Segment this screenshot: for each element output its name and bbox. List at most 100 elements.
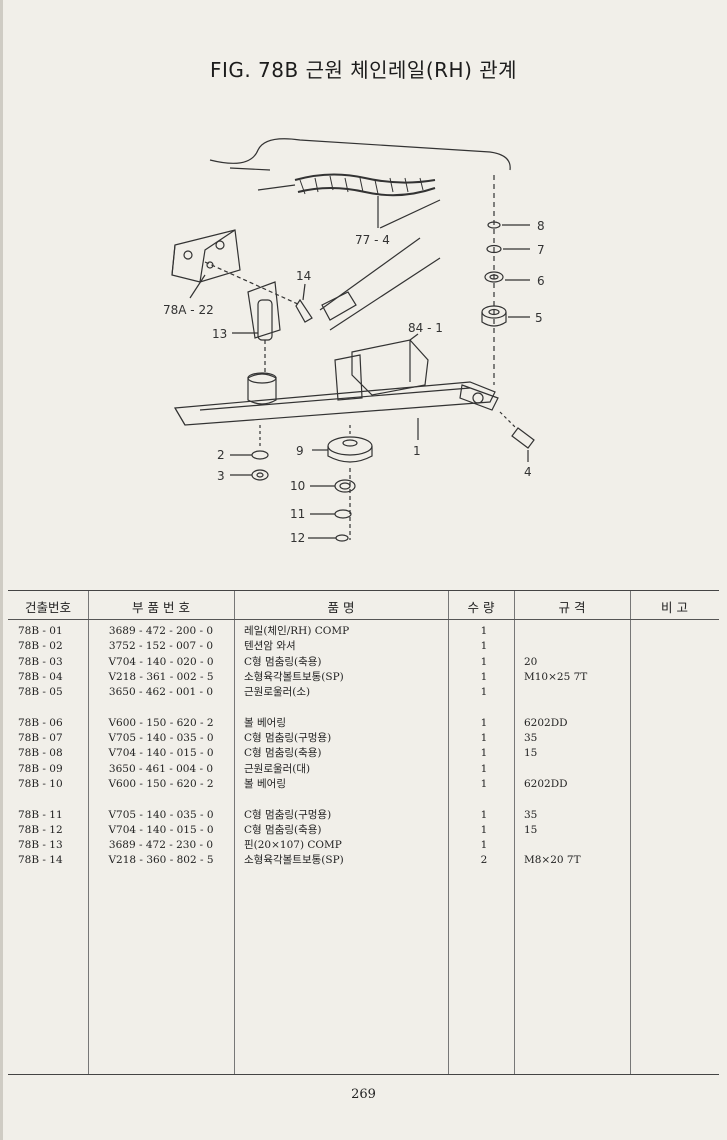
cell-no: 78B - 04 — [18, 670, 63, 683]
table-row: 78B - 03 V704 - 140 - 020 - 0 C형 멈춤링(축용)… — [8, 655, 719, 670]
callout-78a-22: 78A - 22 — [163, 303, 214, 317]
cell-part: V704 - 140 - 015 - 0 — [108, 823, 214, 836]
cell-part: V218 - 360 - 802 - 5 — [108, 854, 214, 867]
callout-3: 3 — [217, 469, 225, 483]
table-row: 78B - 14 V218 - 360 - 802 - 5 소형육각볼트보통(S… — [8, 853, 719, 868]
cell-qty: 1 — [480, 686, 488, 699]
cell-spec: 15 — [524, 747, 538, 760]
parts-table: 건출번호 부 품 번 호 품 명 수 량 규 격 비 고 78B - 01 36… — [8, 590, 719, 1075]
cell-part: 3689 - 472 - 200 - 0 — [108, 625, 214, 637]
cell-part: V704 - 140 - 020 - 0 — [108, 655, 214, 668]
cell-part: V705 - 140 - 035 - 0 — [108, 732, 214, 745]
table-row: 78B - 08 V704 - 140 - 015 - 0 C형 멈춤링(축용)… — [8, 746, 719, 761]
cell-name: 레일(체인/RH) COMP — [244, 625, 350, 637]
cell-spec: 35 — [524, 732, 538, 745]
cell-qty: 1 — [480, 777, 488, 790]
callout-1: 1 — [413, 444, 421, 458]
table-row: 78B - 06 V600 - 150 - 620 - 2 볼 베어링 1 62… — [8, 716, 719, 731]
callout-4: 4 — [524, 465, 532, 479]
page-title: FIG. 78B 근원 체인레일(RH) 관계 — [209, 58, 518, 82]
cell-part: V704 - 140 - 015 - 0 — [108, 747, 214, 760]
cell-name: 소형육각볼트보통(SP) — [244, 854, 344, 867]
cell-part: V600 - 150 - 620 - 2 — [108, 716, 214, 729]
callout-12: 12 — [290, 531, 305, 545]
callout-7: 7 — [537, 243, 545, 257]
cell-spec: M10×25 7T — [524, 670, 588, 683]
column-divider — [514, 591, 515, 1074]
table-row: 78B - 09 3650 - 461 - 004 - 0 근원로울러(대) 1 — [8, 762, 719, 777]
cell-name: C형 멈춤링(축용) — [244, 655, 322, 668]
cell-qty: 1 — [480, 716, 488, 729]
callout-14: 14 — [296, 269, 311, 283]
table-row: 78B - 02 3752 - 152 - 007 - 0 텐션암 와셔 1 — [8, 639, 719, 654]
cell-qty: 1 — [480, 670, 488, 683]
column-divider — [88, 591, 89, 1074]
cell-name: 근원로울러(소) — [244, 686, 311, 699]
cell-name: 핀(20×107) COMP — [244, 839, 342, 852]
table-row: 78B - 04 V218 - 361 - 002 - 5 소형육각볼트보통(S… — [8, 670, 719, 685]
column-divider — [448, 591, 449, 1074]
cell-part: 3650 - 462 - 001 - 0 — [108, 686, 214, 699]
table-row: 78B - 12 V704 - 140 - 015 - 0 C형 멈춤링(축용)… — [8, 823, 719, 838]
cell-qty: 1 — [480, 625, 488, 637]
exploded-parts-diagram: 8 7 6 5 14 77 - 4 78A - 22 13 84 - 1 9 1… — [163, 138, 545, 545]
cell-qty: 1 — [480, 640, 488, 653]
cell-qty: 1 — [480, 839, 488, 852]
cell-no: 78B - 03 — [18, 655, 63, 668]
cell-no: 78B - 05 — [18, 686, 63, 699]
table-row: 78B - 11 V705 - 140 - 035 - 0 C형 멈춤링(구멍용… — [8, 808, 719, 823]
cell-spec: 20 — [524, 655, 538, 668]
callout-labels: 8 7 6 5 14 77 - 4 78A - 22 13 84 - 1 9 1… — [163, 219, 545, 545]
header-rule — [8, 619, 719, 620]
cell-part: V218 - 361 - 002 - 5 — [108, 670, 214, 683]
page-number: 269 — [351, 1087, 376, 1102]
cell-part: V705 - 140 - 035 - 0 — [108, 808, 214, 821]
cell-qty: 1 — [480, 808, 488, 821]
table-row: 78B - 01 3689 - 472 - 200 - 0 레일(체인/RH) … — [8, 624, 719, 639]
callout-6: 6 — [537, 274, 545, 288]
cell-qty: 1 — [480, 655, 488, 668]
page-edge — [0, 0, 3, 1140]
callout-10: 10 — [290, 479, 305, 493]
cell-no: 78B - 06 — [18, 716, 63, 729]
header-specification: 규 격 — [558, 600, 586, 615]
cell-no: 78B - 01 — [18, 625, 63, 637]
callout-2: 2 — [217, 448, 225, 462]
diagram-drawing — [171, 138, 535, 542]
header-part-name: 품 명 — [327, 600, 355, 615]
cell-no: 78B - 02 — [18, 640, 63, 653]
cell-name: 소형육각볼트보통(SP) — [244, 670, 344, 683]
cell-spec: 35 — [524, 808, 538, 821]
cell-qty: 1 — [480, 747, 488, 760]
table-body: 78B - 01 3689 - 472 - 200 - 0 레일(체인/RH) … — [8, 624, 719, 869]
table-row: 78B - 13 3689 - 472 - 230 - 0 핀(20×107) … — [8, 838, 719, 853]
cell-name: 근원로울러(대) — [244, 762, 311, 775]
cell-name: C형 멈춤링(축용) — [244, 747, 322, 760]
cell-no: 78B - 09 — [18, 762, 63, 775]
cell-no: 78B - 13 — [18, 839, 63, 852]
column-divider — [630, 591, 631, 1074]
cell-spec: M8×20 7T — [524, 854, 581, 867]
cell-no: 78B - 11 — [18, 808, 63, 821]
cell-no: 78B - 07 — [18, 732, 63, 745]
cell-name: C형 멈춤링(구멍용) — [244, 732, 332, 745]
callout-77-4: 77 - 4 — [355, 233, 390, 247]
header-quantity: 수 량 — [467, 600, 495, 615]
table-row: 78B - 10 V600 - 150 - 620 - 2 볼 베어링 1 62… — [8, 777, 719, 792]
cell-part: V600 - 150 - 620 - 2 — [108, 777, 214, 790]
column-divider — [234, 591, 235, 1074]
callout-13: 13 — [212, 327, 227, 341]
cell-part: 3650 - 461 - 004 - 0 — [108, 762, 214, 775]
cell-spec: 6202DD — [524, 777, 568, 790]
cell-name: C형 멈춤링(축용) — [244, 823, 322, 836]
cell-name: 볼 베어링 — [244, 716, 286, 729]
cell-spec: 15 — [524, 823, 538, 836]
cell-part: 3752 - 152 - 007 - 0 — [108, 640, 214, 653]
cell-name: 텐션암 와셔 — [244, 640, 296, 653]
callout-9: 9 — [296, 444, 304, 458]
header-part-number: 부 품 번 호 — [132, 600, 190, 615]
callout-11: 11 — [290, 507, 305, 521]
header-remarks: 비 고 — [661, 600, 688, 615]
cell-no: 78B - 10 — [18, 777, 63, 790]
cell-part: 3689 - 472 - 230 - 0 — [108, 839, 214, 852]
